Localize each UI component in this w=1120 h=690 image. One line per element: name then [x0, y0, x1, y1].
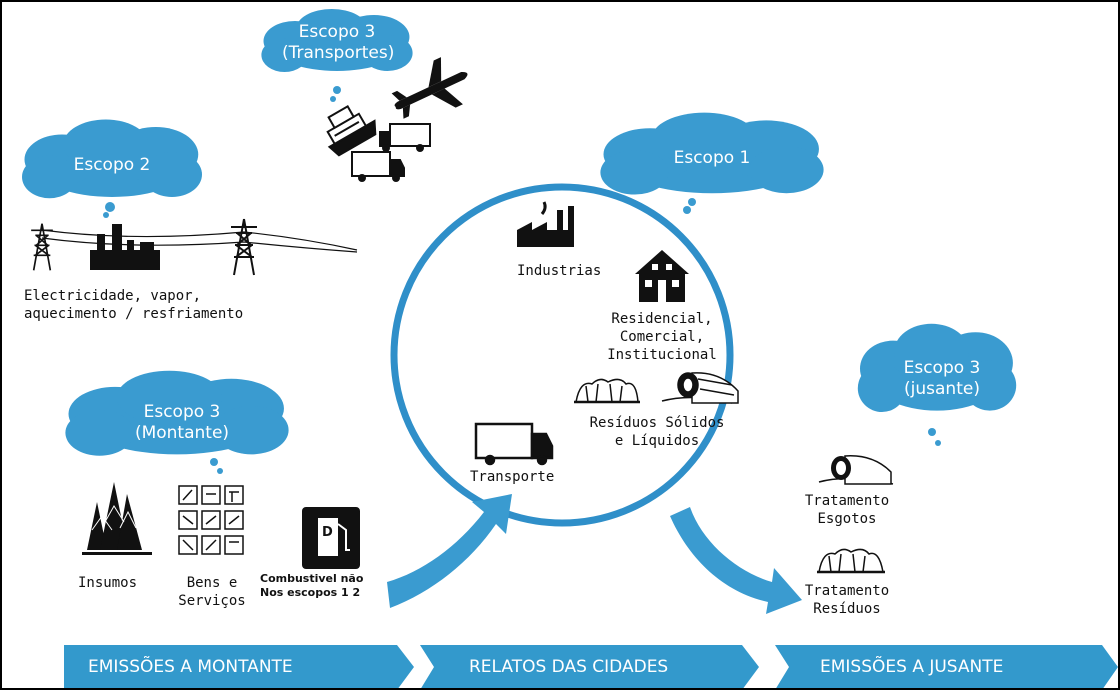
banner-cities-label: RELATOS DAS CIDADES — [469, 657, 669, 677]
residue-label-line2: Resíduos — [813, 601, 881, 617]
cloud-transport-line2: (Transportes) — [282, 43, 395, 63]
sewage-pipe-icon — [818, 455, 894, 485]
cloud-downstream-line2: (jusante) — [904, 379, 980, 399]
cloud-scope1-text: Escopo 1 — [652, 148, 772, 169]
banner-downstream-label: EMISSÕES A JUSANTE — [820, 657, 1004, 677]
residue-label-line1: Tratamento — [804, 583, 890, 599]
sewage-label-line2: Esgotos — [817, 511, 877, 527]
truck-icon — [351, 151, 405, 182]
residential-label-line3: Institucional — [607, 347, 717, 363]
cloud-transport-line1: Escopo 3 — [298, 22, 376, 42]
upstream-arrow — [387, 494, 512, 608]
svg-text:D: D — [322, 525, 333, 540]
power-tower-icon — [229, 217, 259, 277]
cloud-scope2-text: Escopo 2 — [52, 155, 172, 176]
industries-label: Industrias — [517, 263, 602, 279]
cloud-upstream-line1: Escopo 3 — [143, 402, 221, 422]
downstream-arrow — [670, 507, 802, 614]
waste-label: Resíduos Sólidos e Líquidos — [582, 414, 732, 450]
cloud-scope1-line1: Escopo 1 — [673, 148, 751, 168]
city-boundary-circle — [390, 183, 734, 527]
ship-icon — [326, 105, 377, 157]
transport-label: Transporte — [470, 469, 555, 485]
landfill-icon — [817, 548, 885, 574]
power-plant-icon — [90, 224, 160, 270]
cloud-transport-text: Escopo 3 (Transportes) — [282, 22, 395, 64]
banner-upstream-label: EMISSÕES A MONTANTE — [88, 657, 293, 677]
waste-label-line1: Resíduos Sólidos — [589, 415, 725, 431]
fuel-pump-icon: D — [302, 507, 360, 569]
residential-label-line2: Comercial, — [619, 329, 705, 345]
truck-icon — [379, 123, 431, 152]
residue-label: Tratamento Resíduos — [792, 582, 902, 618]
cloud-downstream-line1: Escopo 3 — [903, 358, 981, 378]
electricity-label: Electricidade, vapor, aquecimento / resf… — [24, 287, 284, 323]
sewage-label-line1: Tratamento — [804, 493, 890, 509]
electricity-label-line1: Electricidade, vapor, — [24, 288, 202, 304]
goods-label: Bens e Serviços — [177, 574, 247, 610]
cloud-downstream-text: Escopo 3 (jusante) — [892, 358, 992, 400]
cloud-upstream-text: Escopo 3 (Montante) — [127, 402, 237, 444]
fuel-label: Combustivel não Nos escopos 1 2 — [260, 572, 363, 600]
goods-label-line1: Bens e — [186, 575, 238, 591]
banner-downstream-shape — [775, 645, 1118, 688]
cloud-scope2-line1: Escopo 2 — [73, 155, 151, 175]
house-icon — [635, 250, 689, 302]
factory-icon — [517, 201, 574, 247]
cloud-upstream-line2: (Montante) — [134, 423, 230, 443]
sewage-label: Tratamento Esgotos — [792, 492, 902, 528]
goods-label-line2: Serviços — [178, 593, 246, 609]
airplane-icon — [391, 57, 468, 119]
banner-cities-shape — [420, 645, 759, 688]
inputs-label: Insumos — [78, 575, 138, 591]
power-lines — [41, 229, 358, 253]
fuel-label-line2: Nos escopos 1 2 — [260, 586, 361, 599]
banner-upstream-shape — [64, 645, 414, 688]
fuel-label-line1: Combustivel não — [260, 572, 364, 585]
goods-grid-icon — [178, 485, 244, 555]
residential-label: Residencial, Comercial, Institucional — [602, 310, 722, 364]
sewage-pipe-icon — [661, 372, 739, 404]
electricity-label-line2: aquecimento / resfriamento — [24, 306, 244, 322]
waste-label-line2: e Líquidos — [614, 433, 700, 449]
truck-icon — [474, 422, 554, 466]
landfill-icon — [574, 378, 640, 404]
forest-icon — [82, 482, 152, 555]
residential-label-line1: Residencial, — [611, 311, 713, 327]
